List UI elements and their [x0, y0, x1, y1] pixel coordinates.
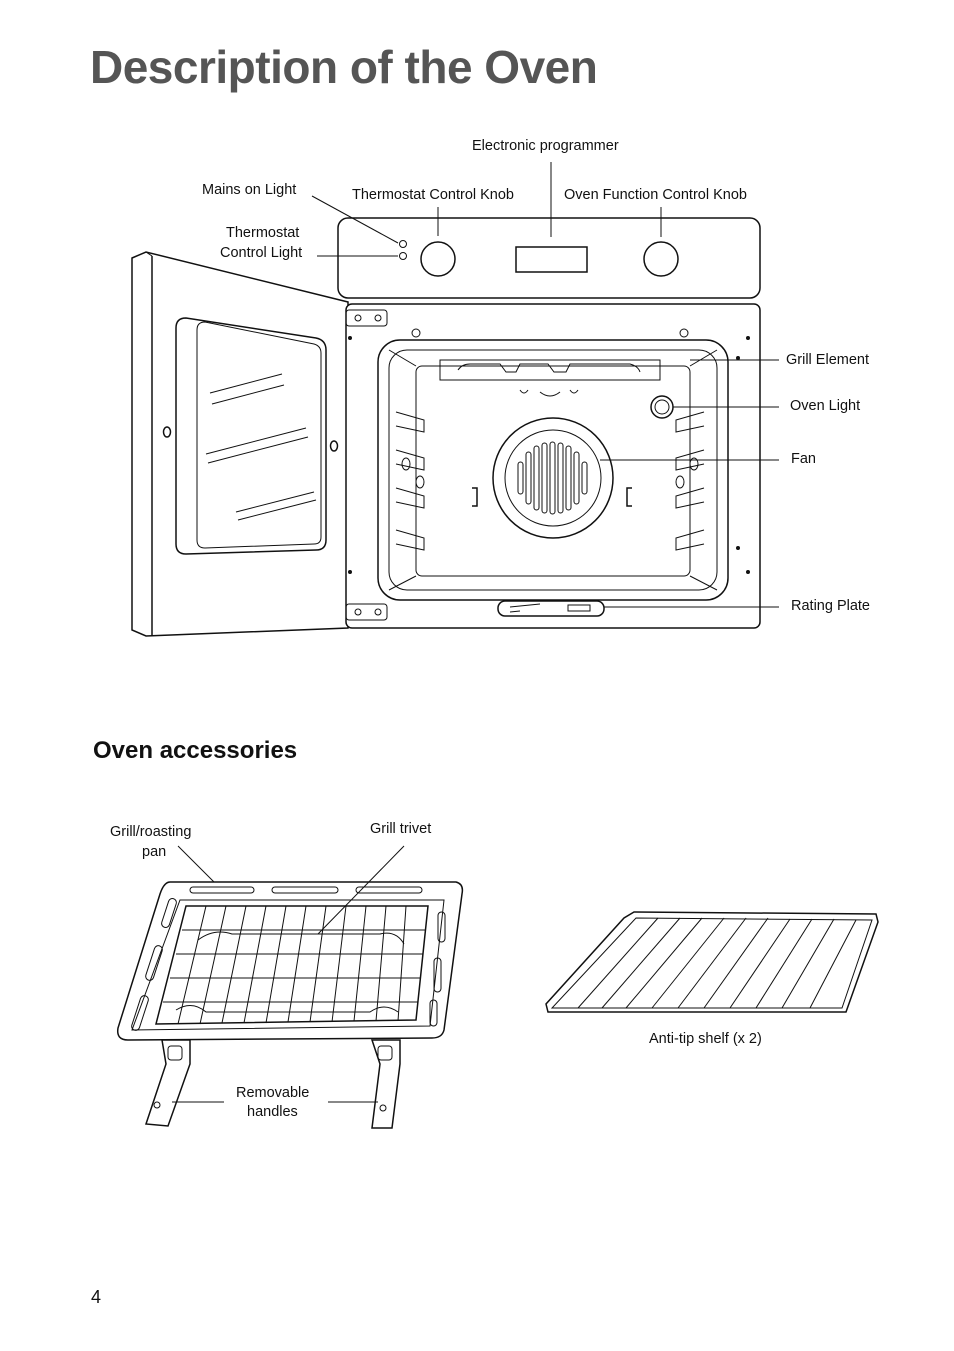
label-anti-tip-shelf: Anti-tip shelf (x 2)	[649, 1031, 762, 1047]
label-fan: Fan	[791, 451, 816, 467]
page-number: 4	[91, 1287, 102, 1307]
label-thermostat-control-knob: Thermostat Control Knob	[352, 187, 514, 203]
page-title: Description of the Oven	[90, 41, 598, 93]
label-grill-roasting-pan-line1: Grill/roasting	[110, 824, 192, 840]
control-panel	[337, 217, 761, 299]
label-oven-light: Oven Light	[790, 398, 861, 414]
label-mains-on-light: Mains on Light	[202, 182, 297, 198]
anti-tip-shelf	[545, 911, 879, 1013]
programmer-display	[515, 246, 588, 273]
thermostat-knob	[420, 241, 456, 277]
label-grill-roasting-pan-line2: pan	[142, 844, 167, 860]
section-title-accessories: Oven accessories	[93, 737, 298, 764]
leader-lines	[311, 162, 779, 608]
label-removable-handles-line1: Removable	[236, 1085, 310, 1101]
label-oven-function-control-knob: Oven Function Control Knob	[564, 187, 747, 203]
oven-door	[131, 251, 349, 637]
grill-roasting-pan	[116, 845, 464, 1129]
label-electronic-programmer: Electronic programmer	[472, 138, 619, 154]
label-rating-plate: Rating Plate	[791, 598, 870, 614]
label-removable-handles-line2: handles	[247, 1104, 298, 1120]
label-grill-trivet: Grill trivet	[370, 821, 432, 837]
oven-cavity	[345, 303, 761, 629]
function-knob	[643, 241, 679, 277]
label-thermostat-control-light-line2: Control Light	[220, 245, 303, 261]
label-grill-element: Grill Element	[786, 352, 869, 368]
label-thermostat-control-light-line1: Thermostat	[226, 225, 300, 241]
